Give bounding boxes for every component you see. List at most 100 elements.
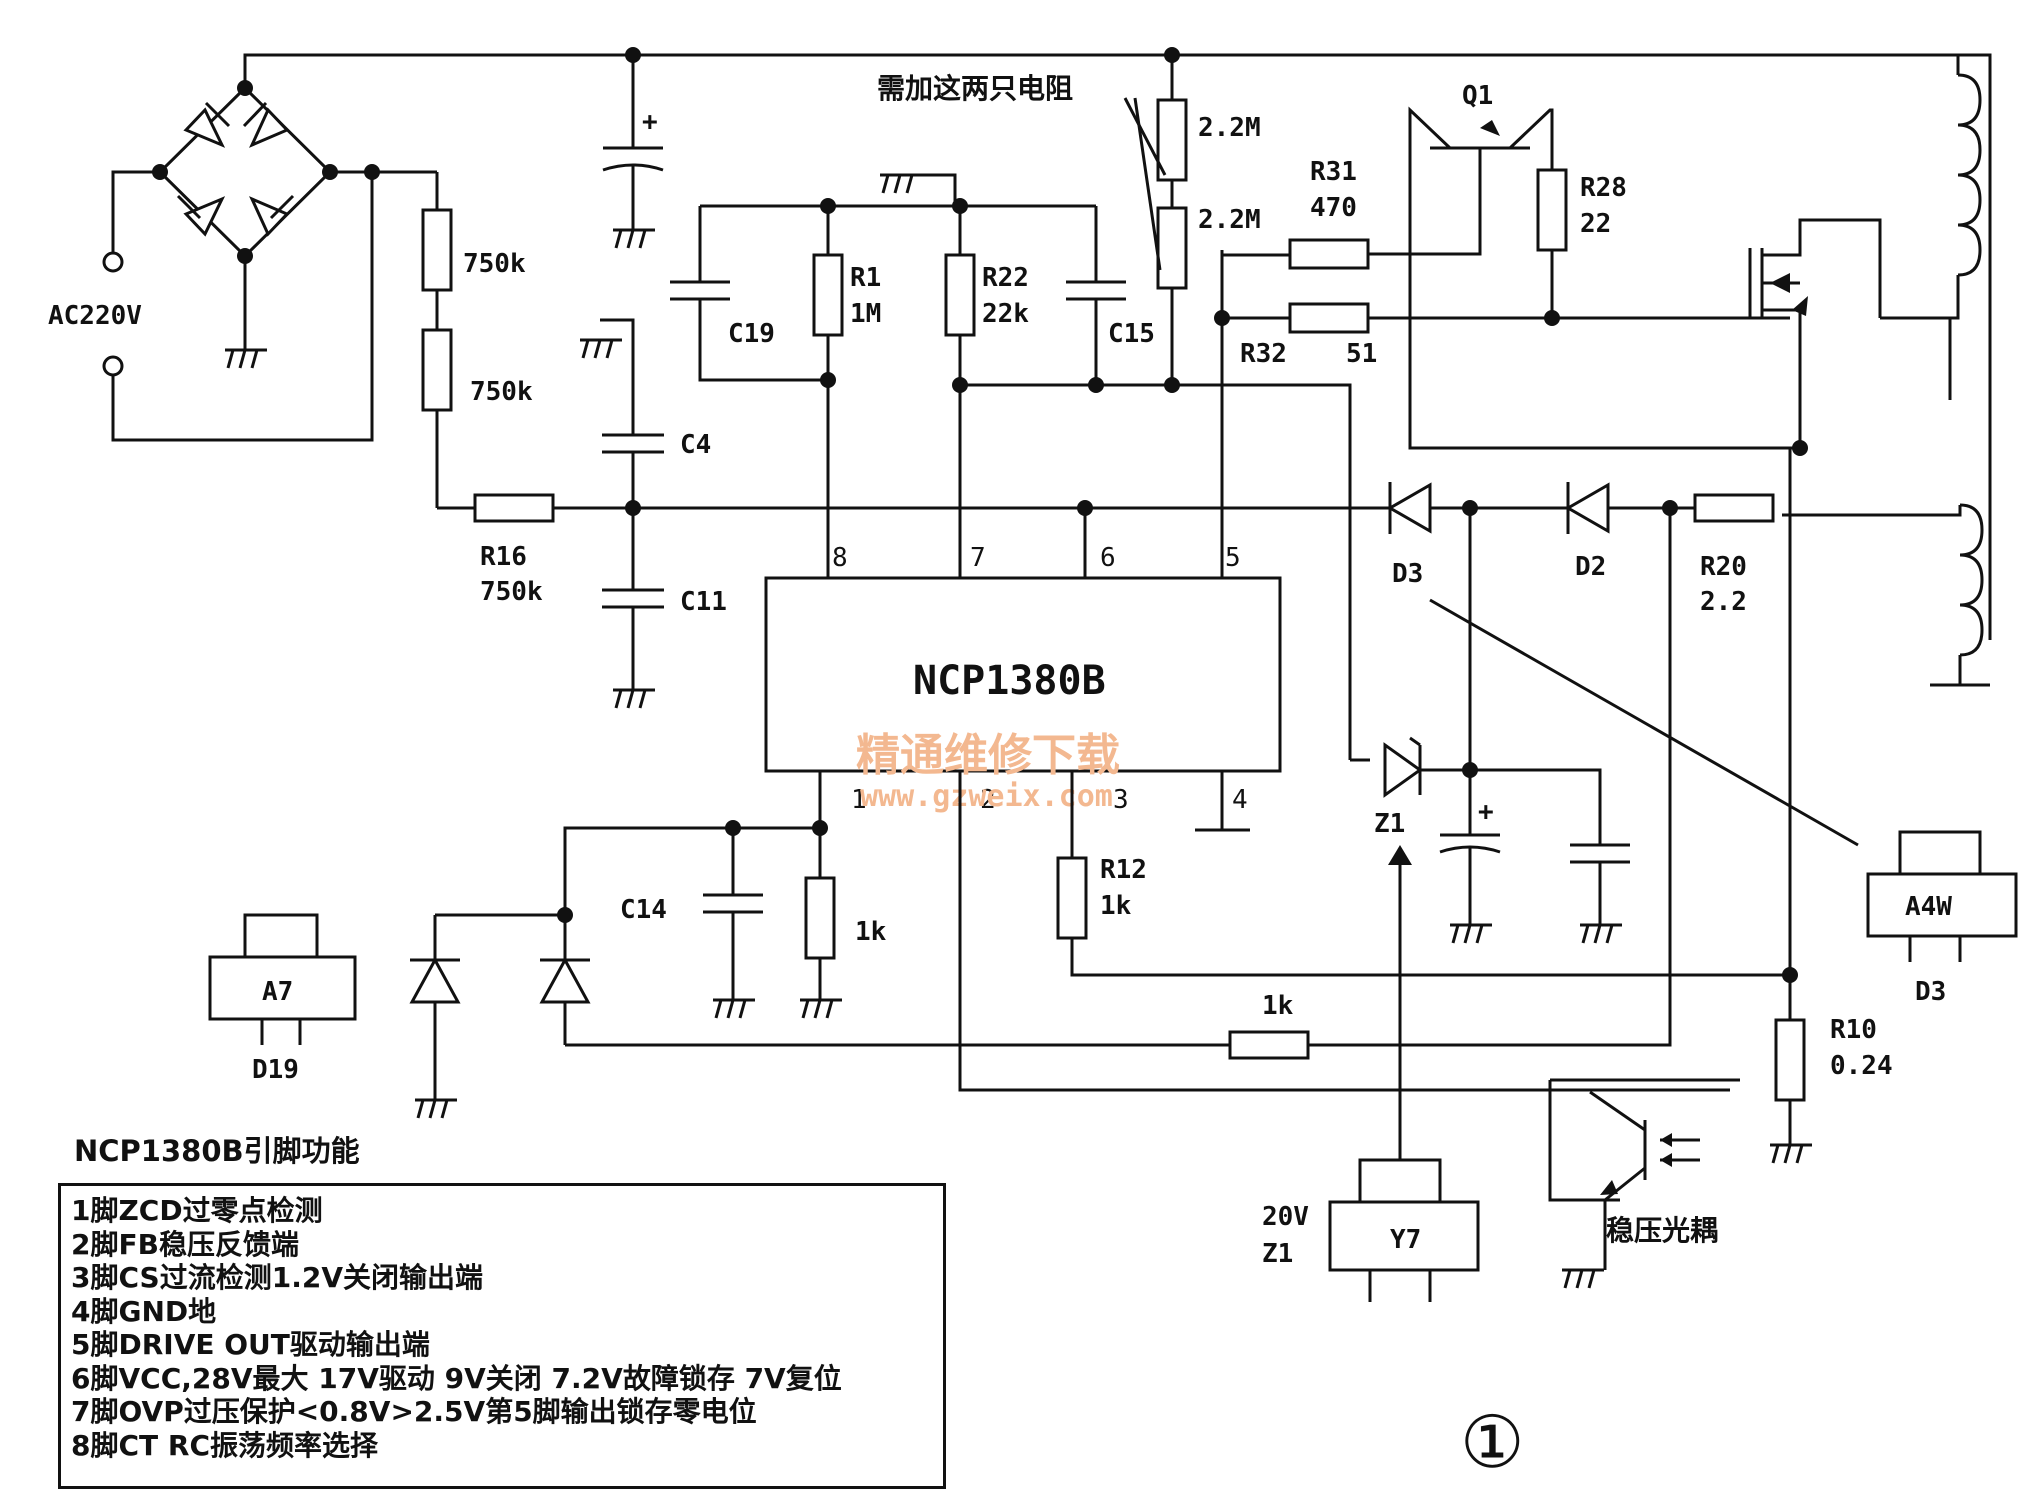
zcd-diodes: [409, 913, 591, 1120]
resistor-1k-pin1: 1k: [798, 828, 887, 1020]
svg-text:R1: R1: [850, 263, 881, 293]
pin-function-title: NCP1380B引脚功能: [74, 1134, 360, 1168]
ic-ncp1380b: NCP1380B 8 7 6 5 1 2 3 4: [764, 250, 1282, 815]
svg-text:R12: R12: [1100, 855, 1147, 885]
svg-text:D3: D3: [1392, 559, 1423, 589]
package-a7: A7 D19: [208, 913, 357, 1085]
svg-text:2.2M: 2.2M: [1198, 113, 1261, 143]
capacitor-c4: C4: [578, 318, 711, 508]
transistor-q1: Q1: [1408, 81, 1800, 450]
resistor-r22: R22 22k: [944, 206, 1029, 508]
svg-text:750k: 750k: [463, 249, 526, 279]
pin-function-line: 7脚OVP过压保护<0.8V>2.5V第5脚输出锁存零电位: [71, 1395, 757, 1428]
svg-text:R20: R20: [1700, 552, 1747, 582]
svg-text:稳压光耦: 稳压光耦: [1606, 1214, 1718, 1247]
resistor-1k-bottom: 1k: [565, 508, 1672, 1060]
zener-z1: Z1: [1350, 736, 1470, 1160]
resistor-r20: R20 2.2: [1693, 493, 1775, 617]
bridge-rectifier: [152, 80, 338, 264]
svg-text:1: 1: [851, 785, 867, 815]
resistor-r10: R10 0.24: [1768, 448, 1893, 1165]
svg-text:Q1: Q1: [1462, 81, 1493, 111]
svg-text:22: 22: [1580, 209, 1611, 239]
diode-d3: D3: [1345, 482, 1568, 589]
svg-text:A7: A7: [262, 977, 293, 1007]
svg-text:51: 51: [1346, 339, 1377, 369]
svg-text:750k: 750k: [470, 377, 533, 407]
svg-text:6: 6: [1100, 543, 1116, 573]
resistor-r12: R12 1k: [1056, 771, 1790, 977]
svg-text:R22: R22: [982, 263, 1029, 293]
svg-text:Z1: Z1: [1262, 1239, 1293, 1269]
transformer: [1782, 55, 1992, 687]
package-y7: Y7 20V Z1: [1262, 1158, 1480, 1302]
pin-function-line: 1脚ZCD过零点检测: [71, 1194, 323, 1227]
svg-text:C14: C14: [620, 895, 667, 925]
resistor-r16: R16 750k: [437, 493, 633, 607]
svg-text:2: 2: [980, 785, 996, 815]
diode-d2: D2: [1564, 482, 1695, 582]
pin-function-line: 5脚DRIVE OUT驱动输出端: [71, 1328, 430, 1361]
pin-function-line: 8脚CT RC振荡频率选择: [71, 1428, 378, 1462]
svg-text:R31: R31: [1310, 157, 1357, 187]
svg-text:R32: R32: [1240, 339, 1287, 369]
svg-text:20V: 20V: [1262, 1202, 1309, 1232]
optocoupler: 稳压光耦: [1548, 1078, 1740, 1290]
bulk-capacitor: +: [602, 55, 664, 250]
watermark-cn: 精通维修下载: [856, 730, 1120, 781]
svg-text:A4W: A4W: [1905, 892, 1952, 922]
svg-text:2.2M: 2.2M: [1198, 205, 1261, 235]
svg-text:Y7: Y7: [1390, 1225, 1421, 1255]
svg-text:+: +: [1478, 797, 1494, 827]
capacitor-c14: C14: [620, 828, 763, 1020]
resistor-750k-mid: 750k: [421, 328, 533, 508]
note-add-resistors: 需加这两只电阻: [877, 72, 1073, 105]
svg-text:R16: R16: [480, 542, 527, 572]
pin-function-line: 3脚CS过流检测1.2V关闭输出端: [71, 1261, 483, 1294]
svg-text:C11: C11: [680, 587, 727, 617]
svg-text:D3: D3: [1915, 977, 1946, 1007]
svg-text:R10: R10: [1830, 1015, 1877, 1045]
svg-text:Z1: Z1: [1374, 809, 1405, 839]
svg-text:1k: 1k: [855, 917, 887, 947]
svg-text:R28: R28: [1580, 173, 1627, 203]
watermark-url: www.gzweix.com: [860, 779, 1113, 814]
capacitor-c11: C11: [602, 508, 727, 710]
figure-number: ①: [1460, 1400, 1525, 1484]
resistor-r28: R28 22: [1536, 168, 1627, 252]
resistor-2.2m-pair: 2.2M 2.2M 需加这两只电阻: [877, 55, 1261, 385]
svg-text:470: 470: [1310, 193, 1357, 223]
package-a4w: A4W D3: [1866, 830, 2018, 1007]
mosfet: [1748, 218, 1952, 448]
svg-text:3: 3: [1113, 785, 1129, 815]
svg-text:C19: C19: [728, 319, 775, 349]
resistor-r1: R1 1M: [812, 206, 881, 578]
svg-text:8: 8: [832, 543, 848, 573]
svg-text:D19: D19: [252, 1055, 299, 1085]
svg-text:7: 7: [970, 543, 986, 573]
electrolytic-capacitor: +: [1439, 770, 1501, 945]
pin-function-line: 6脚VCC,28V最大 17V驱动 9V关闭 7.2V故障锁存 7V复位: [71, 1361, 842, 1395]
ac-input-label: AC220V: [48, 301, 142, 331]
resistor-r31: R31 470: [1288, 148, 1482, 270]
capacitor-c15: C15: [1066, 206, 1155, 385]
svg-text:2.2: 2.2: [1700, 587, 1747, 617]
pin-function-line: 2脚FB稳压反馈端: [71, 1227, 299, 1261]
svg-text:750k: 750k: [480, 577, 543, 607]
svg-text:C15: C15: [1108, 319, 1155, 349]
pin-function-table: 1脚ZCD过零点检测 2脚FB稳压反馈端 3脚CS过流检测1.2V关闭输出端 4…: [58, 1183, 946, 1489]
svg-text:22k: 22k: [982, 299, 1029, 329]
svg-text:1M: 1M: [850, 299, 881, 329]
svg-text:+: +: [642, 107, 658, 137]
svg-text:1k: 1k: [1262, 991, 1294, 1021]
capacitor-c19: C19: [670, 206, 828, 382]
pin-function-line: 4脚GND地: [71, 1294, 217, 1328]
ac-input: AC220V: [48, 164, 380, 442]
svg-text:4: 4: [1232, 785, 1248, 815]
svg-text:NCP1380B: NCP1380B: [913, 658, 1106, 704]
resistor-r32: R32 51: [1222, 302, 1790, 369]
svg-text:D2: D2: [1575, 552, 1606, 582]
svg-text:C4: C4: [680, 430, 711, 460]
svg-text:5: 5: [1225, 543, 1241, 573]
